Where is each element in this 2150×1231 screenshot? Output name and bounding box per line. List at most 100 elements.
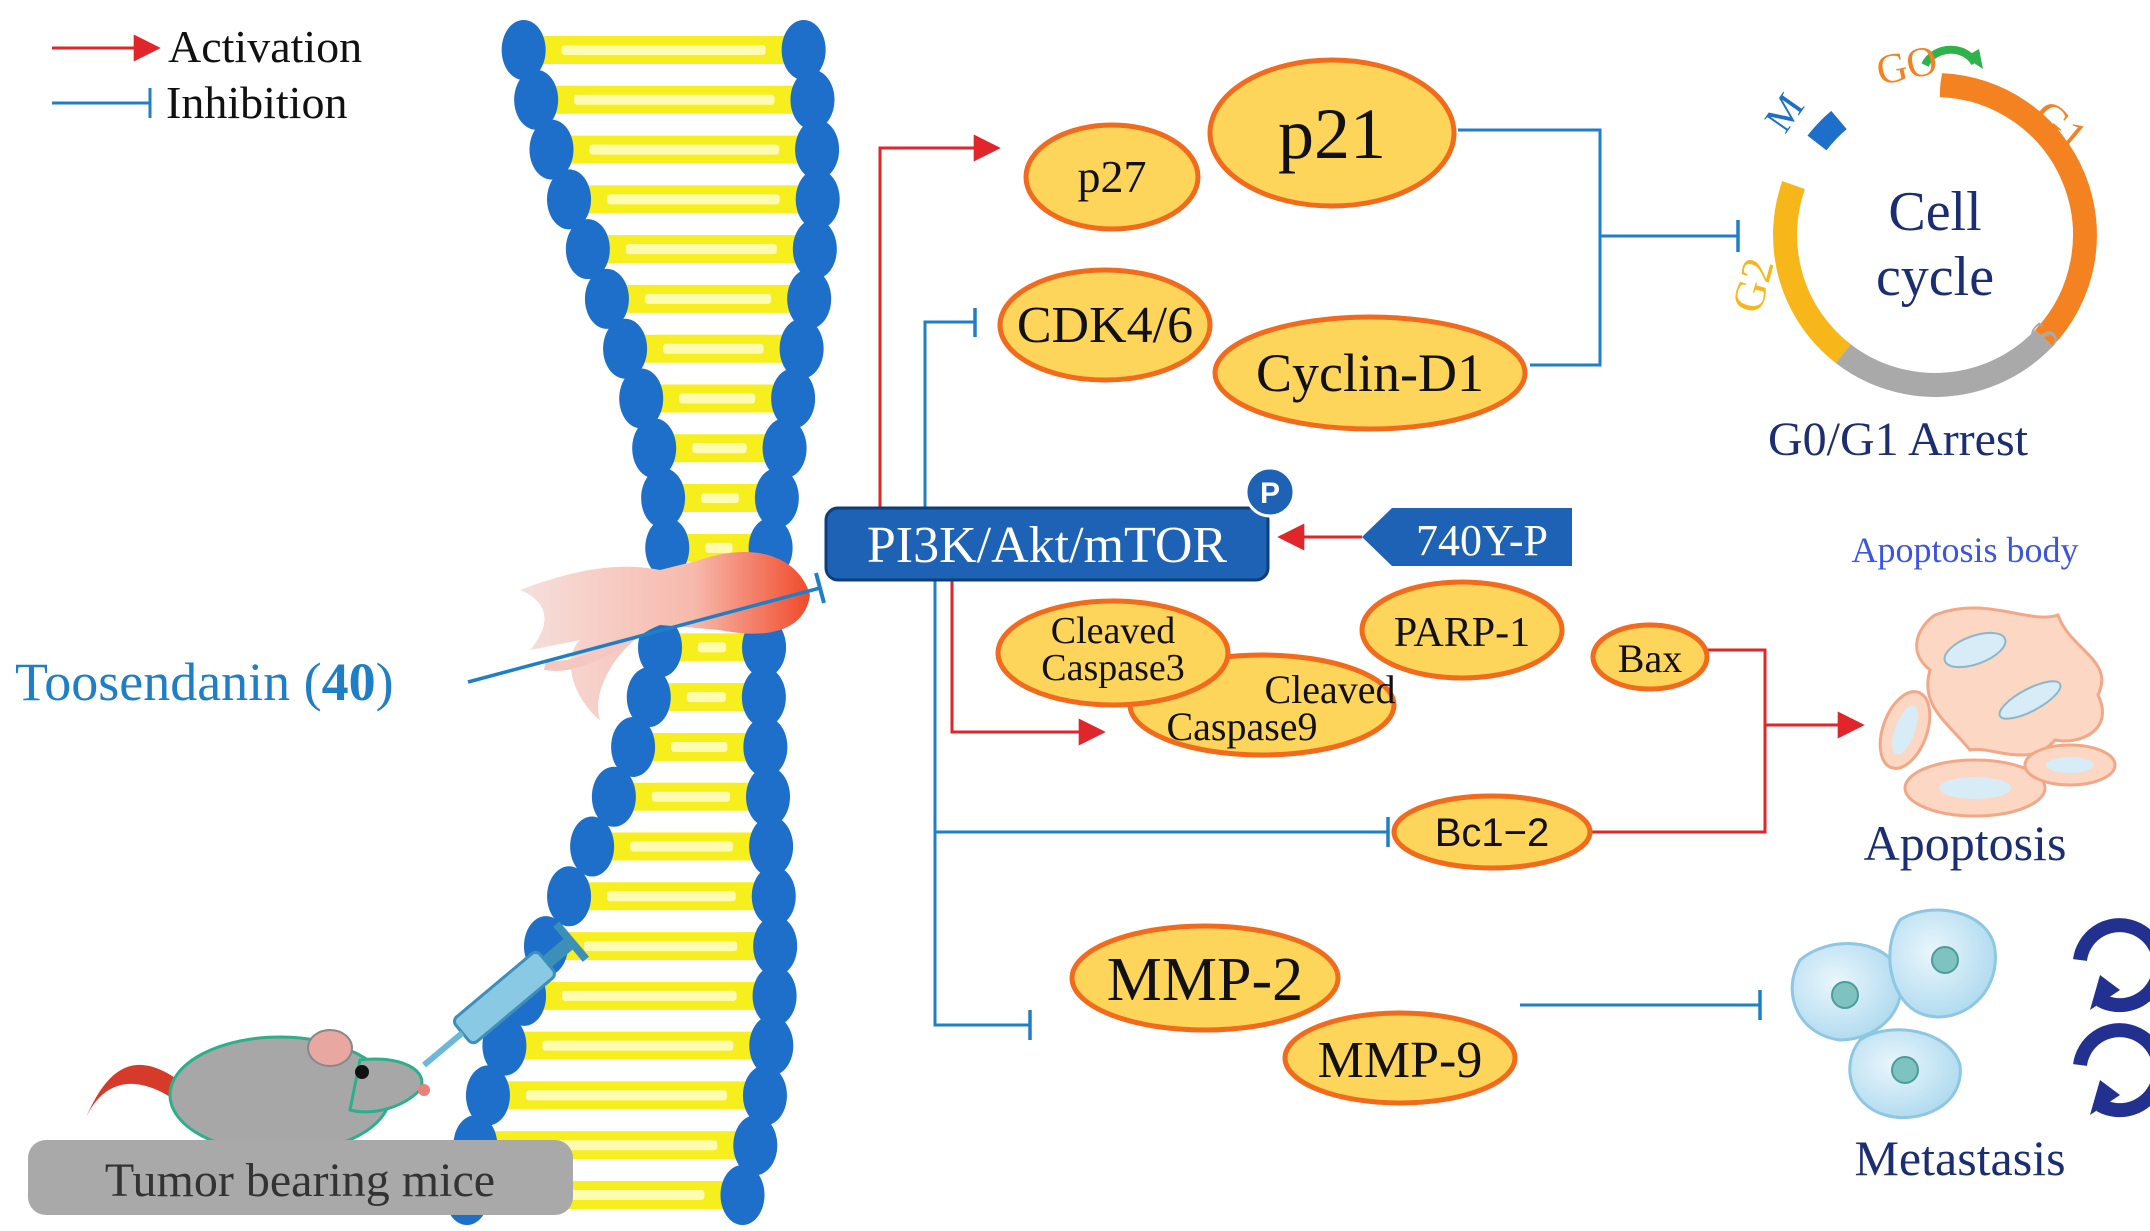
dna-backbone-node <box>753 916 798 977</box>
cell-cycle-center-1: Cell <box>1888 181 1981 243</box>
apoptosis-label: Apoptosis <box>1864 815 2067 871</box>
dna-backbone-node <box>762 418 807 479</box>
dna-backbone-node <box>529 119 574 180</box>
dna-backbone-node <box>743 716 788 777</box>
dna-backbone-node <box>465 1065 510 1126</box>
protein-cleaved-caspase3: Cleaved Caspase3 <box>995 598 1231 708</box>
protein-mmp2: MMP-2 <box>1069 923 1341 1033</box>
dna-backbone-node <box>771 368 816 429</box>
dna-rung-highlight <box>692 443 747 454</box>
dna-rung-highlight <box>701 493 739 504</box>
activator-tag: 740Y-P <box>1362 508 1572 566</box>
protein-parp1: PARP-1 <box>1359 579 1565 681</box>
dna-rung-highlight <box>671 741 728 752</box>
dna-backbone-node <box>741 667 786 728</box>
dna-backbone-node <box>645 517 690 578</box>
mice-label-box <box>28 1140 573 1215</box>
apoptosis-body-icon <box>1878 606 2117 818</box>
syringe-icon <box>422 921 589 1068</box>
dna-backbone-node <box>795 119 840 180</box>
dna-backbone-node <box>746 766 791 827</box>
cell-cycle-center-2: cycle <box>1876 246 1994 308</box>
dna-backbone-node <box>570 816 615 877</box>
metastasis-arrows-icon <box>2073 918 2150 1118</box>
protein-p27: p27 <box>1023 122 1201 232</box>
hub-node: PI3K/Akt/mTOR P <box>824 466 1296 582</box>
dna-rung-highlight <box>686 692 726 703</box>
protein-p27-label: p27 <box>1078 151 1147 202</box>
drug-inhibition-bar <box>814 572 826 604</box>
protein-mmp9: MMP-9 <box>1282 1010 1518 1106</box>
dna-backbone-node <box>603 318 648 379</box>
protein-cleaved-caspase9-label-2: Caspase9 <box>1166 704 1317 749</box>
protein-cyclind1-label: Cyclin-D1 <box>1256 343 1484 403</box>
dna-backbone-node <box>547 169 592 230</box>
mouse-icon <box>85 1029 430 1168</box>
dna-backbone-node <box>641 468 686 529</box>
metastasis-label: Metastasis <box>1854 1130 2065 1186</box>
dna-backbone-node <box>611 716 656 777</box>
cellcycle-bracket <box>1458 128 1602 367</box>
dna-backbone-node <box>781 20 826 80</box>
protein-bax-label: Bax <box>1618 636 1682 681</box>
dna-rung-highlight <box>663 343 764 354</box>
dna-backbone-node <box>795 169 840 230</box>
drug-label: Toosendanin (40) <box>15 652 394 712</box>
protein-p21-label: p21 <box>1278 94 1386 174</box>
phospho-label: P <box>1260 477 1280 510</box>
dna-backbone-node <box>591 766 636 827</box>
protein-cleaved-caspase3-label-2: Caspase3 <box>1041 647 1185 689</box>
dna-rung-highlight <box>561 45 766 55</box>
dna-backbone-node <box>751 866 796 927</box>
dna-backbone-node <box>754 468 799 529</box>
dna-rung-highlight <box>583 941 738 952</box>
protein-mmp9-label: MMP-9 <box>1318 1032 1483 1089</box>
dna-rung-highlight <box>574 94 775 105</box>
dna-rung-highlight <box>589 144 780 155</box>
protein-bax: Bax <box>1590 622 1710 692</box>
inhibition-trunk <box>933 580 1030 1027</box>
dna-backbone-node <box>749 1015 794 1076</box>
protein-cleaved-caspase9-label-1: Cleaved <box>1264 667 1395 712</box>
metastasis-cells-icon <box>1790 908 1997 1120</box>
dna-backbone-node <box>749 816 794 877</box>
dna-backbone-node <box>565 219 610 280</box>
dna-backbone-node <box>779 318 824 379</box>
phase-g1-label: G1 <box>2024 90 2097 162</box>
apoptosis-body-label: Apoptosis body <box>1851 530 2078 570</box>
dna-backbone-node <box>514 69 559 130</box>
protein-bcl2-label: Bc1−2 <box>1435 811 1550 855</box>
dna-backbone-node <box>792 219 837 280</box>
dna-backbone-node <box>720 1165 765 1225</box>
drug-molecule-icon <box>520 552 810 720</box>
dna-rung-highlight <box>525 1090 727 1101</box>
mice-label: Tumor bearing mice <box>105 1154 495 1207</box>
protein-bcl2: Bc1−2 <box>1391 793 1593 871</box>
dna-backbone-node <box>619 368 664 429</box>
protein-cyclind1: Cyclin-D1 <box>1212 314 1528 432</box>
dna-backbone-node <box>482 1015 527 1076</box>
protein-cleaved-caspase3-label-1: Cleaved <box>1051 610 1176 652</box>
dna-rung-highlight <box>542 1040 734 1051</box>
dna-rung-highlight <box>630 841 734 852</box>
phospho-badge <box>1244 466 1296 518</box>
protein-p21: p21 <box>1207 57 1457 209</box>
legend-activation-label: Activation <box>168 21 362 72</box>
legend: Activation Inhibition <box>52 21 362 128</box>
dna-rung-highlight <box>625 244 777 255</box>
activation-to-caspases <box>950 580 1106 746</box>
dna-rung-highlight <box>562 990 737 1001</box>
dna-rung-highlight <box>651 791 731 802</box>
dna-backbone-node <box>501 20 546 80</box>
phase-g2-label: G2 <box>1722 253 1783 318</box>
dna-backbone-node <box>790 69 835 130</box>
drug-inhibition-line <box>467 586 821 684</box>
dna-backbone-node <box>752 965 797 1026</box>
dna-rung-highlight <box>698 642 727 653</box>
dna-backbone-node <box>547 866 592 927</box>
activator-label: 740Y-P <box>1416 516 1548 565</box>
phase-m-label: M <box>1756 85 1813 140</box>
dna-backbone-node <box>584 268 629 329</box>
